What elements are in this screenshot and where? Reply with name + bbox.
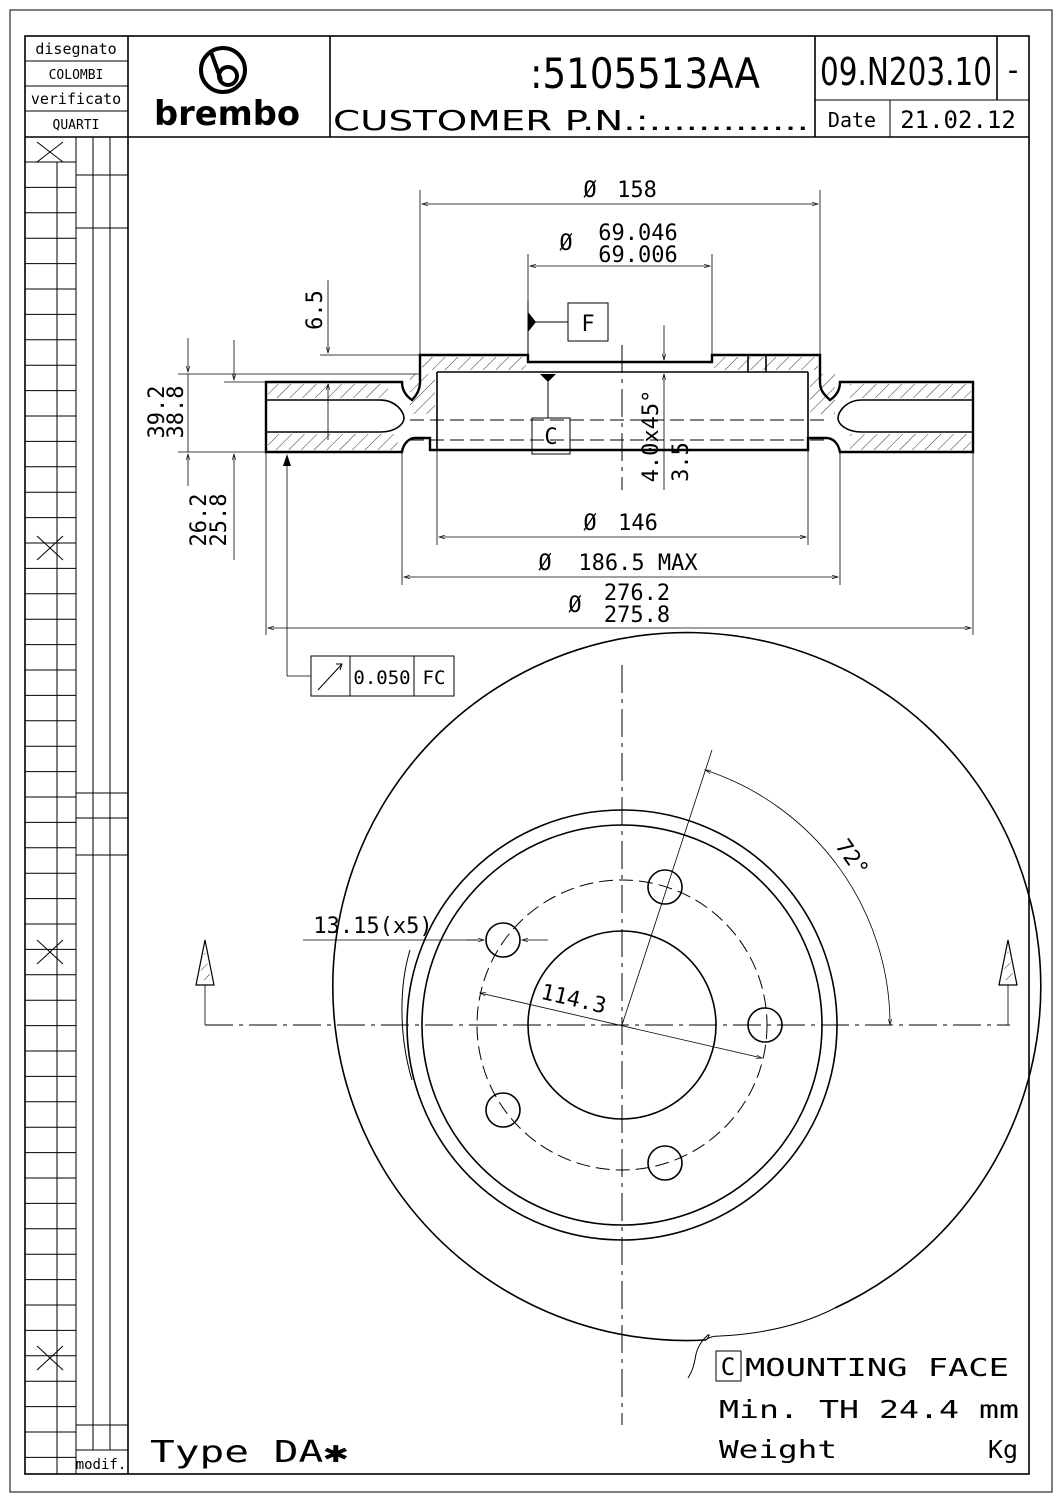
- brand-name: brembo: [154, 94, 300, 134]
- dim-d146: 146: [618, 511, 658, 536]
- bolt-hole: [647, 869, 683, 905]
- date-value: 21.02.12: [900, 106, 1016, 134]
- bolt-hole: [647, 1145, 683, 1181]
- revision-column: modif.: [25, 137, 129, 1474]
- runout-value: 0.050: [353, 667, 410, 689]
- runout-ref: FC: [423, 667, 446, 689]
- dim-holes: 13.15(x5): [313, 914, 432, 939]
- dim-t39-2: 39.2: [145, 386, 170, 439]
- mounting-face-label: MOUNTING FACE: [745, 1353, 1009, 1382]
- dim-t25-8: 25.8: [207, 494, 232, 547]
- datum-c-box: [531, 417, 571, 455]
- section-arrow-right-icon: [998, 939, 1018, 986]
- checked-label: verificato: [31, 90, 121, 108]
- disc-outer-edge: [331, 631, 1042, 1342]
- mounting-face-box: [715, 1350, 742, 1382]
- diameter-symbol: Ø: [568, 593, 581, 618]
- dim-chamfer: 4.0x45°: [639, 390, 664, 483]
- dim-d275-8: 275.8: [604, 603, 670, 628]
- dim-angle: 72°: [830, 835, 873, 882]
- runout-arrow-icon: [317, 663, 343, 691]
- disc-type: Type DA✱: [150, 1435, 348, 1470]
- dim-d69-max: 69.046: [598, 221, 677, 246]
- diameter-symbol: Ø: [538, 551, 551, 576]
- dim-d3-5: 3.5: [669, 442, 694, 482]
- customer-pn: CUSTOMER P.N.:.............: [333, 104, 809, 137]
- dim-d158: 158: [617, 178, 657, 203]
- diameter-symbol: Ø: [583, 178, 596, 203]
- part-number: :5105513AA: [530, 49, 760, 98]
- date-label: Date: [828, 108, 876, 132]
- runout-frame: [310, 655, 455, 697]
- dim-d69-min: 69.006: [598, 243, 677, 268]
- weight-label: Weight: [719, 1435, 837, 1464]
- datum-f: F: [581, 312, 594, 337]
- dim-t38-8: 38.8: [164, 386, 189, 439]
- section-arrow-left-icon: [195, 939, 215, 986]
- dim-h6-5: 6.5: [303, 290, 328, 330]
- bolt-hole: [485, 922, 521, 958]
- datum-c: C: [544, 425, 557, 450]
- dim-d186-5: 186.5 MAX: [578, 551, 698, 576]
- drawn-label: disegnato: [35, 40, 116, 58]
- section-dimensions: Ø 158 Ø 69.046 69.006 6.5 39.2 38.8 26.2…: [145, 178, 974, 697]
- checked-by: QUARTI: [53, 118, 100, 133]
- diameter-symbol: Ø: [559, 231, 572, 256]
- datum-f-box: [567, 302, 609, 342]
- revision: -: [1004, 53, 1022, 88]
- dim-d276-2: 276.2: [604, 581, 670, 606]
- bolt-hole: [485, 1092, 521, 1128]
- front-view: 72° 13.15(x5) 114.3: [195, 631, 1042, 1425]
- modif-label: modif.: [76, 1457, 127, 1473]
- inner-frame: [24, 35, 1030, 1475]
- min-thickness: Min. TH 24.4 mm: [719, 1395, 1019, 1424]
- section-view: F C: [264, 300, 975, 490]
- notes: C MOUNTING FACE Min. TH 24.4 mm Weight K…: [150, 1350, 1019, 1470]
- mounting-face-datum: C: [721, 1353, 735, 1381]
- dim-pcd: 114.3: [538, 980, 608, 1019]
- brembo-logo: [199, 46, 247, 94]
- title-block: disegnato COLOMBI verificato QUARTI brem…: [25, 36, 1029, 138]
- dim-t26-2: 26.2: [187, 494, 212, 547]
- drawing-number: 09.N203.10: [820, 50, 992, 94]
- drawn-by: COLOMBI: [49, 68, 104, 83]
- outer-frame: [9, 9, 1053, 1493]
- diameter-symbol: Ø: [583, 511, 596, 536]
- weight-unit: Kg: [988, 1435, 1018, 1464]
